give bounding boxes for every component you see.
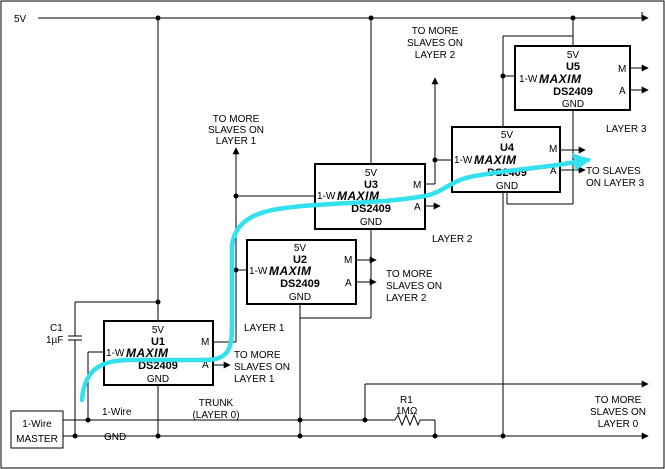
u5-logo: MAXIM <box>539 72 582 86</box>
u1-m: M <box>201 337 209 348</box>
master-box <box>10 410 64 449</box>
u2-a-line2: SLAVES ON <box>386 281 442 292</box>
trunk-wires <box>63 36 649 440</box>
u2-wiring <box>356 256 377 286</box>
r1-value: 1MΩ <box>396 406 418 417</box>
u4-m: M <box>549 144 557 155</box>
u5-id: U5 <box>566 61 580 73</box>
trunk-right-line2: SLAVES ON <box>590 407 646 418</box>
u3-part: DS2409 <box>351 203 391 215</box>
u3-gnd: GND <box>360 217 382 228</box>
u2-vcc: 5V <box>294 243 307 254</box>
c1-name: C1 <box>50 323 63 334</box>
u4-logo: MAXIM <box>474 153 517 167</box>
chip-u1: 5V U1 1-W MAXIM DS2409 GND M A <box>103 320 214 386</box>
u1-a: A <box>202 360 209 371</box>
layer1-label: LAYER 1 <box>244 323 285 334</box>
u2-a-line3: LAYER 2 <box>386 293 427 304</box>
u2-input: 1-W <box>249 266 268 277</box>
supply-label: 5V <box>14 14 27 25</box>
u4-input: 1-W <box>454 155 473 166</box>
trunk-layer-label: (LAYER 0) <box>192 410 239 421</box>
trunk-right-line3: LAYER 0 <box>598 419 639 430</box>
resistor-r1 <box>394 413 421 427</box>
u2-gnd: GND <box>289 292 311 303</box>
chip-u5: 5V U5 1-W MAXIM DS2409 GND M A <box>514 45 631 111</box>
u5-m: M <box>618 64 626 75</box>
layer1-top-line2: SLAVES ON <box>208 125 264 136</box>
u1-vcc: 5V <box>152 325 165 336</box>
u3-m: M <box>413 180 421 191</box>
u5-wiring <box>630 64 649 94</box>
trunk-wire-label: 1-Wire <box>102 407 132 418</box>
layer2-top-line2: SLAVES ON <box>407 38 463 49</box>
u1-logo: MAXIM <box>126 346 169 360</box>
layer3-label: LAYER 3 <box>606 124 647 135</box>
u5-part: DS2409 <box>553 86 593 98</box>
u5-a: A <box>619 86 626 97</box>
u1-a-line1: TO MORE <box>234 350 281 361</box>
layer1-top-line3: LAYER 1 <box>216 136 257 147</box>
chip-u2: 5V U2 1-W MAXIM DS2409 GND M A <box>246 239 357 305</box>
master-line2: MASTER <box>16 434 58 445</box>
layer1-top-line1: TO MORE <box>213 114 260 125</box>
u4-gnd: GND <box>496 181 518 192</box>
u5-input: 1-W <box>519 74 538 85</box>
trunk-right-line1: TO MORE <box>595 395 642 406</box>
u2-part: DS2409 <box>280 278 320 290</box>
u3-id: U3 <box>364 179 378 191</box>
master-line1: 1-Wire <box>22 419 52 430</box>
u4-id: U4 <box>500 142 515 154</box>
highlight-path <box>79 153 592 403</box>
u4-a: A <box>550 166 557 177</box>
u3-input: 1-W <box>317 191 336 202</box>
u3-a: A <box>414 202 421 213</box>
r1-name: R1 <box>400 395 413 406</box>
u4-a-line2: ON LAYER 3 <box>586 178 645 189</box>
c1-value: 1µF <box>46 335 63 346</box>
trunk-label: TRUNK <box>199 398 234 409</box>
u1-gnd: GND <box>147 374 169 385</box>
u3-wiring <box>425 77 452 210</box>
u1-id: U1 <box>151 336 165 348</box>
chip-u4: 5V U4 1-W MAXIM DS2409 GND M A <box>451 126 561 193</box>
u1-part: DS2409 <box>138 360 178 372</box>
u2-a-line1: TO MORE <box>386 269 433 280</box>
u4-vcc: 5V <box>501 130 514 141</box>
u1-a-line3: LAYER 1 <box>234 374 275 385</box>
u5-gnd: GND <box>562 99 584 110</box>
u2-id: U2 <box>293 254 307 266</box>
u1-a-line2: SLAVES ON <box>234 362 290 373</box>
u2-logo: MAXIM <box>269 264 312 278</box>
u2-m: M <box>344 255 352 266</box>
layer2-top-line3: LAYER 2 <box>415 50 456 61</box>
layer2-label: LAYER 2 <box>432 234 473 245</box>
u2-a: A <box>345 278 352 289</box>
u3-vcc: 5V <box>365 168 378 179</box>
u4-a-line1: TO SLAVES <box>586 166 641 177</box>
layer2-top-line1: TO MORE <box>412 26 459 37</box>
u5-vcc: 5V <box>567 50 580 61</box>
u3-logo: MAXIM <box>337 189 380 203</box>
ground-label: GND <box>104 432 126 443</box>
u1-input: 1-W <box>106 348 125 359</box>
